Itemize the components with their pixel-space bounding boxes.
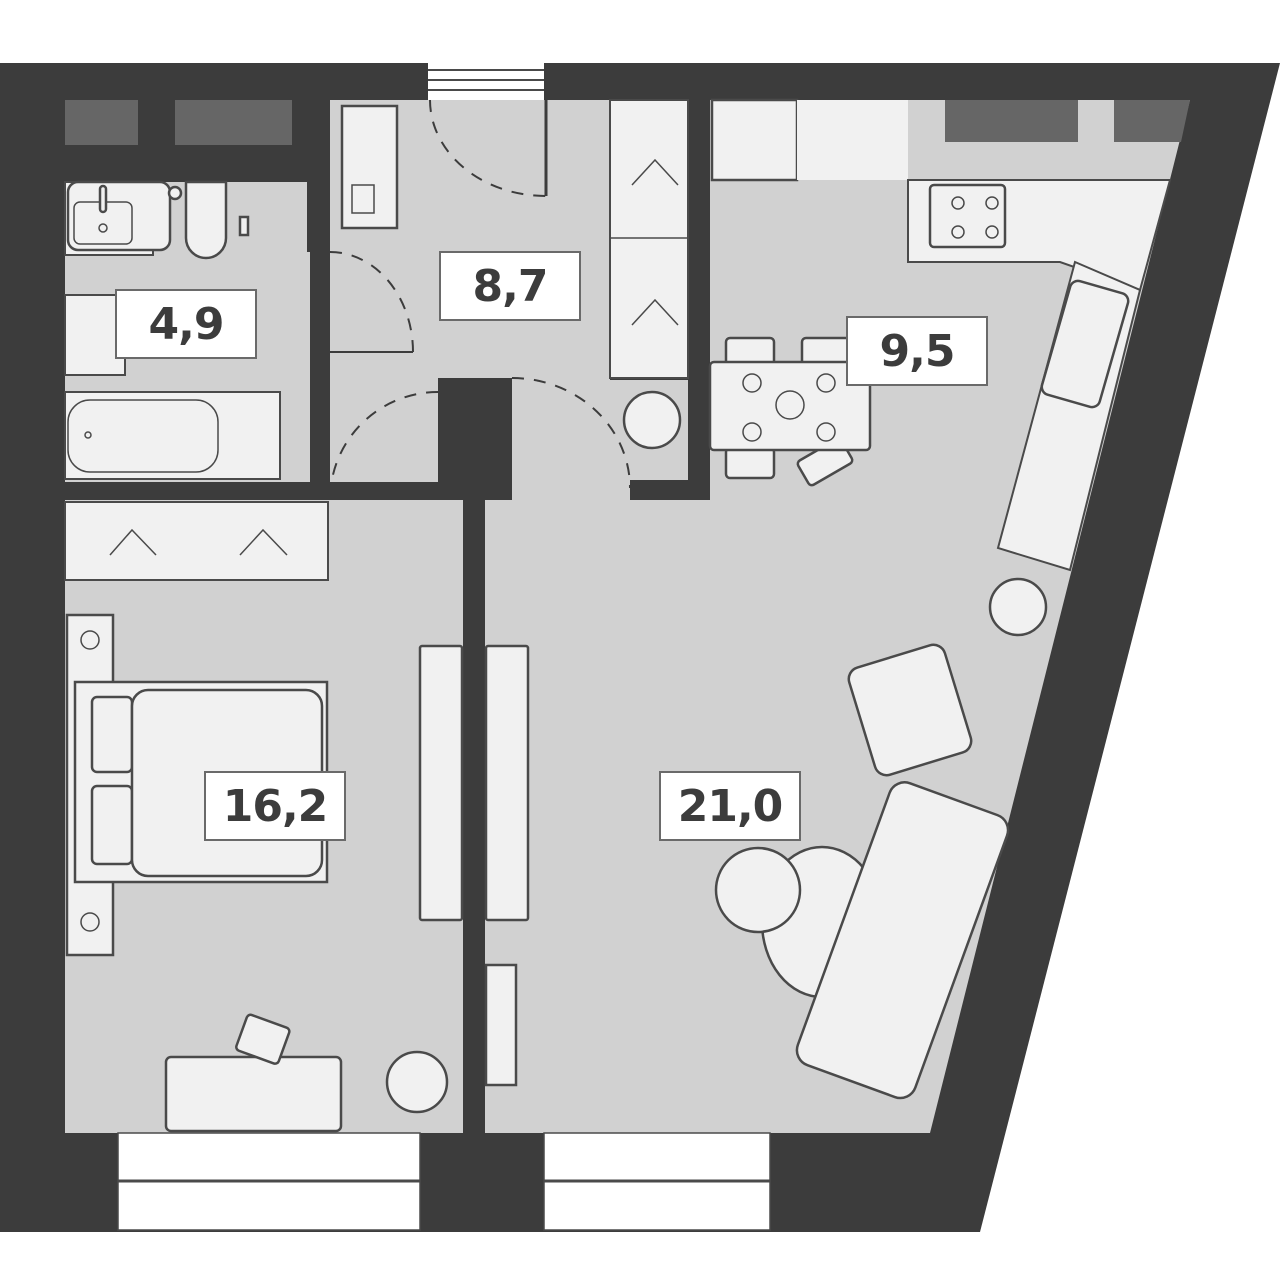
entrance (428, 63, 548, 197)
room-area-kitchen: 9,5 (846, 316, 988, 386)
room-area-bathroom: 4,9 (115, 289, 257, 359)
windows (65, 100, 1190, 145)
bottom-windows (117, 1132, 771, 1231)
hallway-furniture (329, 99, 689, 501)
living-furniture (484, 577, 1048, 1100)
bathroom-fixtures (64, 180, 281, 480)
room-area-hallway: 8,7 (439, 251, 581, 321)
room-area-bedroom: 16,2 (204, 771, 346, 841)
kitchen-furniture (708, 98, 1172, 572)
room-area-living-room: 21,0 (659, 771, 801, 841)
floors (65, 100, 1190, 1133)
